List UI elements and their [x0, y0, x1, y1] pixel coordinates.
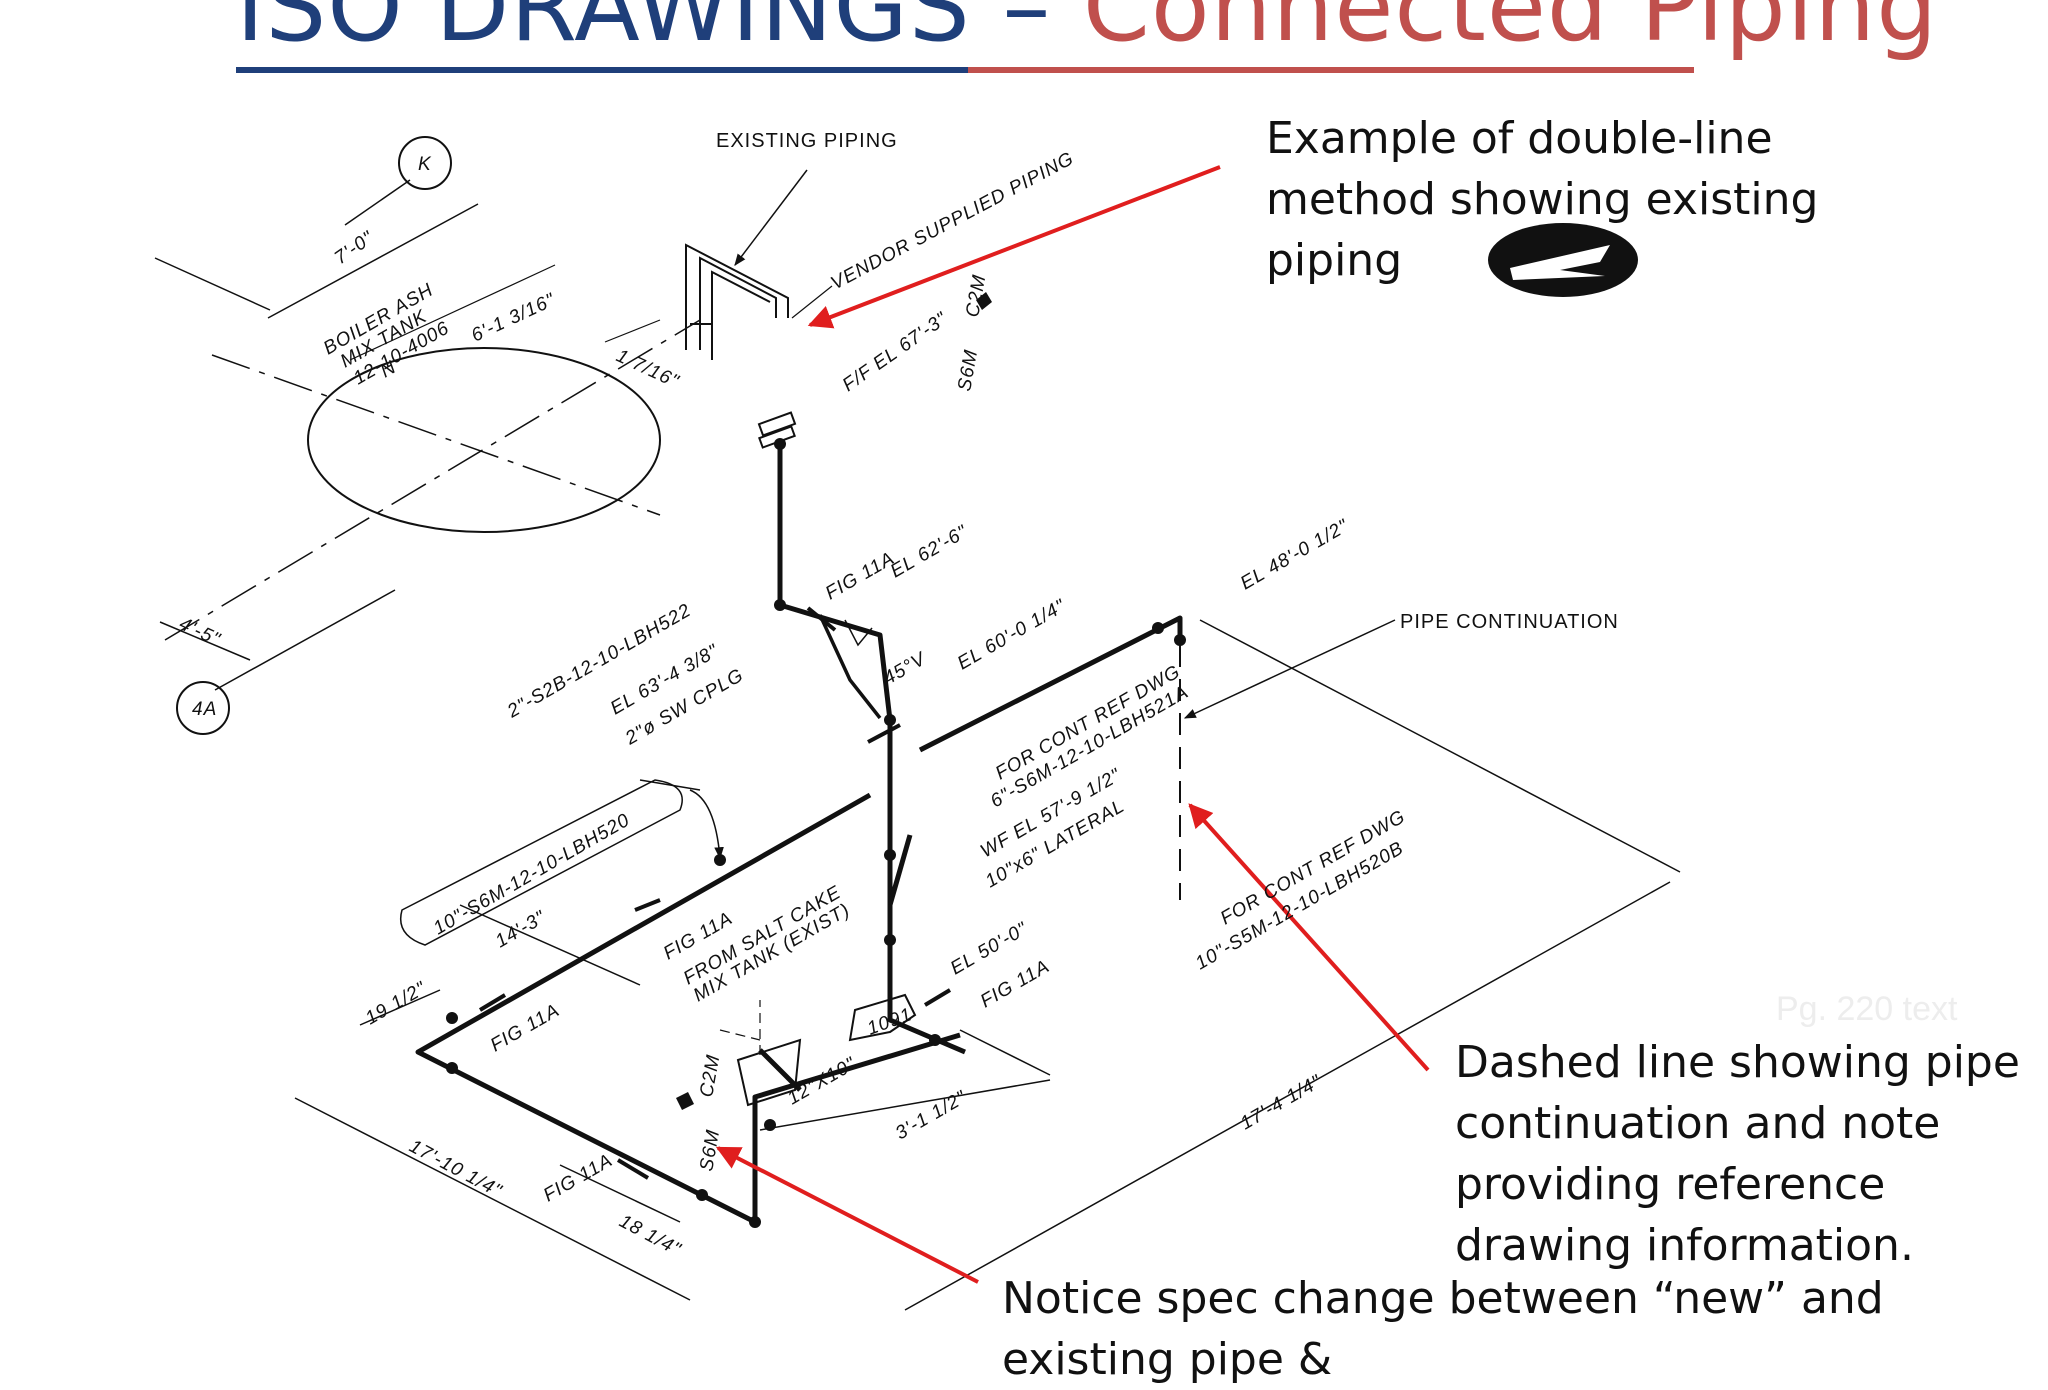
lbl-pipe-continuation: PIPE CONTINUATION	[1400, 611, 1619, 633]
lbl-s6m-bottom: S6M	[696, 1128, 724, 1173]
lbl-c2m-top: C2M	[962, 273, 990, 319]
lbl-vendor-supplied: VENDOR SUPPLIED PIPING	[827, 148, 1077, 294]
callout-dashed-line: Dashed line showing pipe continuation an…	[1455, 1037, 2020, 1271]
lbl-dim-6-1: 6'-1 3/16"	[468, 289, 559, 346]
existing-piping-double-line	[685, 243, 797, 449]
lbl-cont1a: FOR CONT REF DWG	[992, 661, 1184, 784]
lbl-45v: 45°V	[880, 648, 931, 690]
lbl-fig11a-5: FIG 11A	[540, 1150, 617, 1206]
tank-ellipse	[307, 347, 661, 533]
grid-bubble-4a	[176, 681, 230, 735]
callout-spec-change: Notice spec change between “new” and exi…	[1002, 1273, 1884, 1385]
callout-arrow-existing	[807, 165, 1221, 329]
lbl-c2m-bottom: C2M	[696, 1053, 724, 1099]
callout-existing-piping: Example of double-line method showing ex…	[1266, 113, 1819, 286]
callout-arrow-dashed	[1188, 803, 1430, 1072]
lbl-dim-14-3: 14'-3"	[492, 907, 550, 953]
new-piping	[415, 440, 1183, 1225]
lbl-dim-17-4: 17'-4 1/4"	[1237, 1071, 1326, 1134]
lbl-fig11a-4: FIG 11A	[977, 956, 1054, 1012]
lbl-line-2in: 2"-S2B-12-10-LBH522	[503, 600, 695, 723]
north-arrow	[1488, 223, 1638, 297]
lbl-existing-piping: EXISTING PIPING	[716, 130, 898, 152]
lbl-ff-el: F/F EL 67'-3"	[839, 308, 952, 396]
page-note: Pg. 220 text	[1776, 990, 1958, 1028]
lbl-s6m-top: S6M	[954, 348, 982, 393]
lbl-el60: EL 60'-0 1/4"	[954, 595, 1070, 674]
lbl-dim-19-half: 19 1/2"	[362, 978, 430, 1030]
lbl-grid-k: K	[418, 154, 432, 175]
lbl-el48: EL 48'-0 1/2"	[1237, 515, 1353, 594]
title-underline-blue	[236, 67, 968, 73]
lbl-el62: EL 62'-6"	[887, 521, 972, 582]
slide-title: ISO DRAWINGS – Connected Piping	[236, 0, 1938, 66]
lbl-fig11a-1: FIG 11A	[822, 548, 899, 604]
grid-bubble-k	[398, 136, 452, 190]
callout-arrow-spec	[715, 1146, 979, 1284]
lbl-dim-1-7-16: 1 7/16"	[613, 345, 682, 392]
title-part-1: ISO DRAWINGS –	[236, 0, 1083, 63]
lbl-dim-3-1: 3'-1 1/2"	[892, 1087, 971, 1145]
title-underline-red	[968, 67, 1694, 73]
title-part-2: Connected Piping	[1082, 0, 1939, 63]
lbl-dim-18: 18 1/4"	[616, 1211, 685, 1261]
lbl-dim-17-10: 17'-10 1/4"	[406, 1136, 506, 1202]
lbl-grid-4a: 4A	[192, 699, 217, 720]
lbl-dim-4-5: 4'-5"	[176, 613, 224, 650]
